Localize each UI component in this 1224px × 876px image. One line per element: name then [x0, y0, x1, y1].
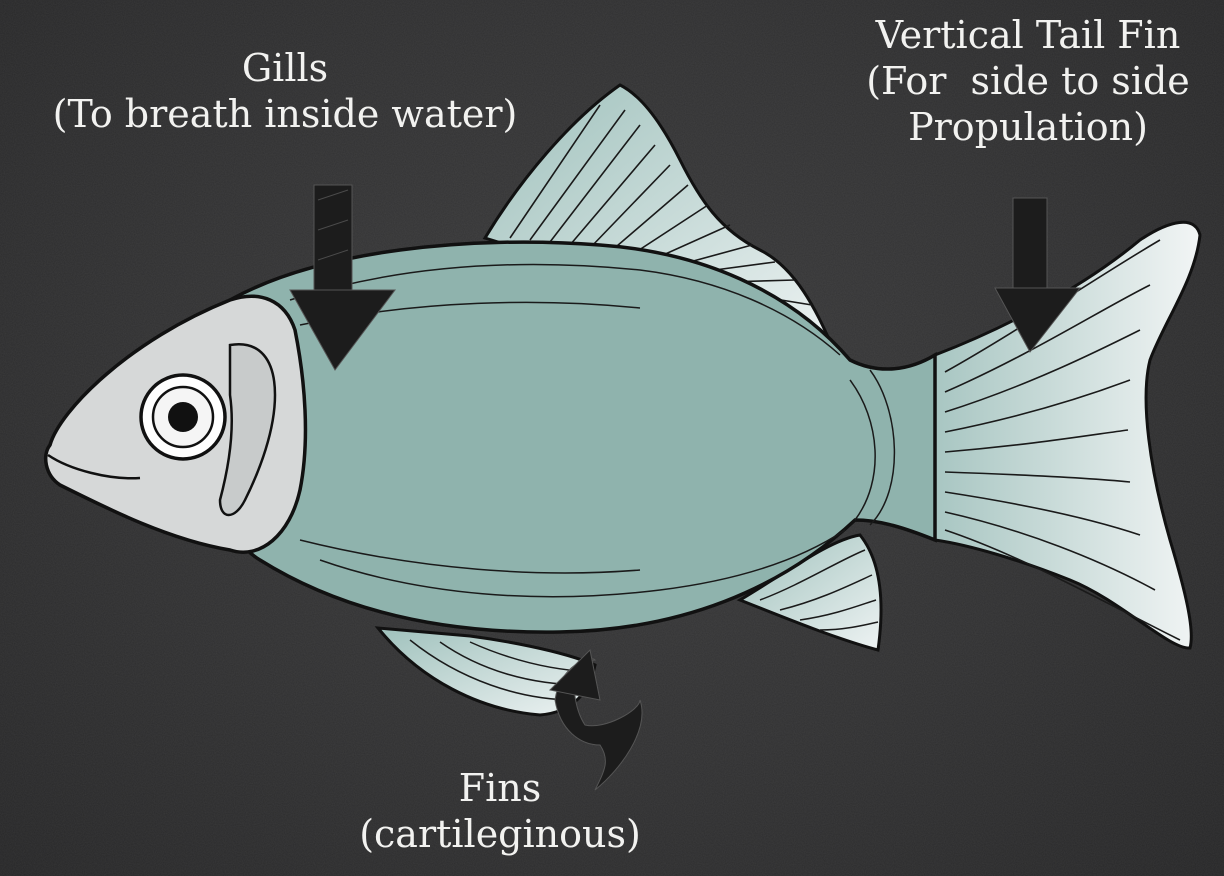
- gills-label: Gills (To breath inside water): [0, 45, 570, 137]
- fins-title: Fins: [300, 765, 700, 811]
- gills-detail: (To breath inside water): [0, 91, 570, 137]
- tail-detail-2: Propulation): [832, 104, 1224, 150]
- tail-title: Vertical Tail Fin: [832, 12, 1224, 58]
- tail-detail-1: (For side to side: [832, 58, 1224, 104]
- gills-title: Gills: [0, 45, 570, 91]
- fins-label: Fins (cartileginous): [300, 765, 700, 857]
- fins-detail: (cartileginous): [300, 811, 700, 857]
- tail-label: Vertical Tail Fin (For side to side Prop…: [832, 12, 1224, 150]
